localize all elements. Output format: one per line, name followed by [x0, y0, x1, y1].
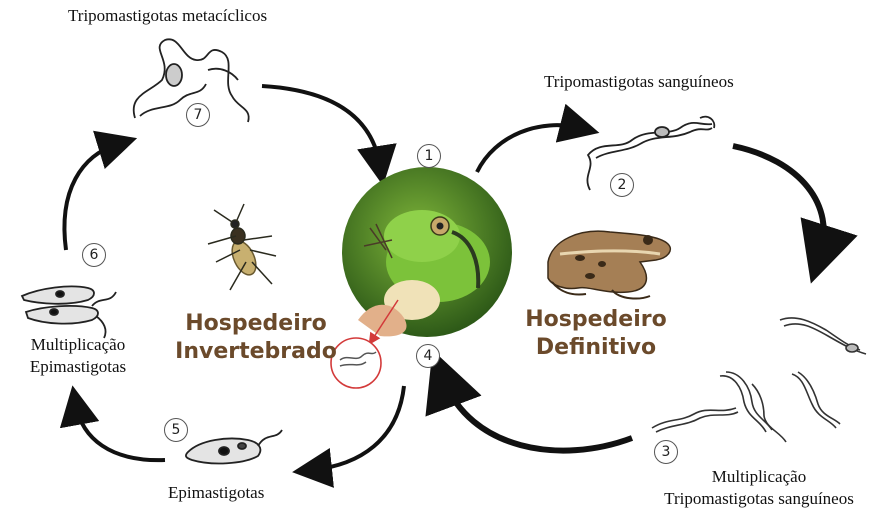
stage-number-5: 5 [164, 418, 188, 442]
definitive-host-line2: Definitivo [516, 334, 676, 362]
arrow-1-to-2 [477, 125, 580, 172]
invertebrate-host-line2: Invertebrado [166, 338, 346, 366]
arrow-4-to-5 [312, 386, 404, 470]
stage7-label: Tripomastigotas metacíclicos [68, 6, 267, 26]
stage2-label: Tripomastigotas sanguíneos [544, 72, 734, 92]
invertebrate-host-line1: Hospedeiro [166, 310, 346, 338]
stage-number-3: 3 [654, 440, 678, 464]
arrow-7-to-1 [262, 86, 380, 166]
stage6-label-line1: Multiplicação [8, 334, 148, 356]
stage3-label-line1: Multiplicação [634, 466, 884, 488]
frog-photo-circle [342, 167, 512, 337]
stage3-label: Multiplicação Tripomastigotas sanguíneos [634, 466, 884, 510]
arrow-2-to-3 [733, 146, 824, 255]
arrow-5-to-6 [76, 405, 165, 460]
stage-number-7: 7 [186, 103, 210, 127]
definitive-host-label: Hospedeiro Definitivo [516, 306, 676, 362]
stage-number-4: 4 [416, 344, 440, 368]
stage-number-1: 1 [417, 144, 441, 168]
definitive-host-line1: Hospedeiro [516, 306, 676, 334]
arrow-3-to-4 [443, 378, 632, 451]
multiplying-epimastigotes-illustration [22, 286, 116, 338]
stage3-label-line2: Tripomastigotas sanguíneos [634, 488, 884, 510]
stage-number-2: 2 [610, 173, 634, 197]
invertebrate-host-label: Hospedeiro Invertebrado [166, 310, 346, 366]
blood-trypomastigotes-illustration [587, 117, 714, 190]
frog-definitive-host-illustration [548, 231, 670, 298]
stage5-label: Epimastigotas [168, 483, 264, 503]
insect-vector-illustration [208, 204, 276, 290]
arrow-6-to-7 [64, 144, 118, 250]
stage6-label-line2: Epimastigotas [8, 356, 148, 378]
epimastigote-illustration [186, 430, 282, 463]
multiplying-trypomastigotes-illustration [652, 318, 866, 442]
stage6-label: Multiplicação Epimastigotas [8, 334, 148, 378]
stage-number-6: 6 [82, 243, 106, 267]
